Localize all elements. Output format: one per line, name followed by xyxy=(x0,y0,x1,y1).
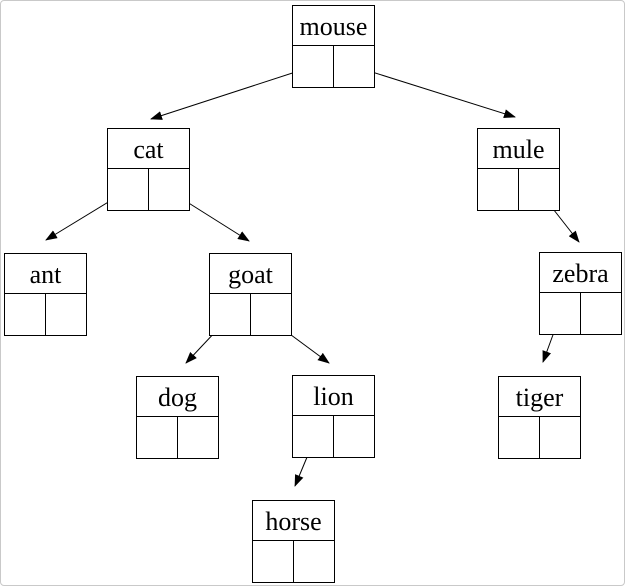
node-horse-pointer-cells xyxy=(253,541,334,582)
left-pointer-cell xyxy=(478,169,519,210)
node-tiger-label: tiger xyxy=(499,377,580,417)
node-zebra-label: zebra xyxy=(540,253,621,293)
right-pointer-cell xyxy=(519,169,559,210)
right-pointer-cell xyxy=(149,169,189,210)
edge-mouse-cat xyxy=(150,65,315,120)
node-goat-label: goat xyxy=(210,254,291,294)
node-lion-label: lion xyxy=(293,376,374,416)
left-pointer-cell xyxy=(253,541,294,582)
node-mule-label: mule xyxy=(478,129,559,169)
left-pointer-cell xyxy=(540,293,581,334)
node-mouse: mouse xyxy=(292,5,375,88)
right-pointer-cell xyxy=(334,416,374,457)
right-pointer-cell xyxy=(46,294,86,335)
node-cat: cat xyxy=(107,128,190,211)
left-pointer-cell xyxy=(137,417,178,458)
node-dog-label: dog xyxy=(137,377,218,417)
node-lion-pointer-cells xyxy=(293,416,374,457)
left-pointer-cell xyxy=(210,294,251,335)
node-mouse-label: mouse xyxy=(293,6,374,46)
node-cat-pointer-cells xyxy=(108,169,189,210)
left-pointer-cell xyxy=(293,416,334,457)
right-pointer-cell xyxy=(251,294,291,335)
right-pointer-cell xyxy=(581,293,621,334)
right-pointer-cell xyxy=(178,417,218,458)
left-pointer-cell xyxy=(499,417,540,458)
node-tiger-pointer-cells xyxy=(499,417,580,458)
node-mule-pointer-cells xyxy=(478,169,559,210)
node-mule: mule xyxy=(477,128,560,211)
node-horse: horse xyxy=(252,500,335,583)
node-dog: dog xyxy=(136,376,219,459)
edge-mouse-mule xyxy=(352,65,516,118)
node-goat: goat xyxy=(209,253,292,336)
node-dog-pointer-cells xyxy=(137,417,218,458)
right-pointer-cell xyxy=(294,541,334,582)
node-lion: lion xyxy=(292,375,375,458)
node-zebra-pointer-cells xyxy=(540,293,621,334)
node-goat-pointer-cells xyxy=(210,294,291,335)
node-horse-label: horse xyxy=(253,501,334,541)
left-pointer-cell xyxy=(293,46,334,87)
node-tiger: tiger xyxy=(498,376,581,459)
left-pointer-cell xyxy=(5,294,46,335)
node-zebra: zebra xyxy=(539,252,622,335)
right-pointer-cell xyxy=(540,417,580,458)
node-ant-label: ant xyxy=(5,254,86,294)
node-ant-pointer-cells xyxy=(5,294,86,335)
right-pointer-cell xyxy=(334,46,374,87)
left-pointer-cell xyxy=(108,169,149,210)
node-cat-label: cat xyxy=(108,129,189,169)
node-ant: ant xyxy=(4,253,87,336)
node-mouse-pointer-cells xyxy=(293,46,374,87)
